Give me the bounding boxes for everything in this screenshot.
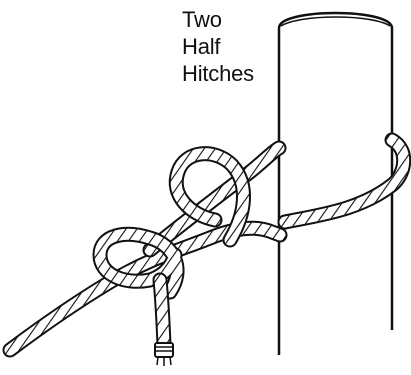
caption-line-1: Two (182, 7, 222, 32)
caption-line-3: Hitches (182, 61, 254, 86)
wooden-post (277, 11, 394, 355)
diagram-caption: Two Half Hitches (182, 6, 254, 87)
rope-whipping (154, 342, 174, 366)
caption-line-2: Half (182, 34, 221, 59)
rope (2, 132, 411, 358)
